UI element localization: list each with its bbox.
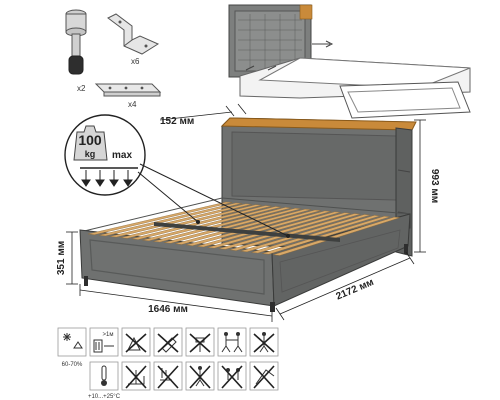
no-wet-cleaning-icon <box>153 327 183 357</box>
no-chemicals-icon <box>121 327 151 357</box>
no-sitting-on-edge-icon <box>121 361 151 391</box>
slat <box>153 207 292 243</box>
slat <box>196 210 331 248</box>
humidity-icon: 60-70% <box>57 327 87 368</box>
slat <box>240 214 371 253</box>
humidity-caption: 60-70% <box>62 362 83 368</box>
center-support-beam <box>154 222 340 242</box>
temperature-icon: +10...+25°C <box>88 361 121 400</box>
no-children-play-icon <box>217 361 247 391</box>
length-label: 2172 мм <box>335 277 376 303</box>
width-label: 1646 мм <box>148 304 188 315</box>
height-dimension <box>414 119 426 253</box>
no-standing-icon <box>185 361 215 391</box>
slat <box>175 208 312 245</box>
length-dimension <box>275 251 415 321</box>
slat <box>131 205 272 240</box>
width-dimension <box>79 284 273 322</box>
distance-from-heater-icon: >1м <box>89 327 119 357</box>
slat <box>98 202 242 237</box>
slat <box>87 201 232 235</box>
slat <box>142 206 282 242</box>
plate-quantity: x4 <box>128 100 137 109</box>
no-hammering-icon <box>185 327 215 357</box>
bed-leg-part <box>65 9 87 75</box>
no-jumping-icon <box>153 361 183 391</box>
side-height-dimension <box>66 231 78 285</box>
slat <box>229 213 361 251</box>
mounting-plate-part <box>94 83 162 97</box>
two-person-lift-icon <box>217 327 247 357</box>
corner-bracket-part <box>107 13 160 55</box>
load-unit: kg <box>85 149 96 159</box>
slat <box>164 208 302 244</box>
slat <box>218 212 351 250</box>
load-value: 100 <box>78 132 102 148</box>
side-height-label: 351 мм <box>56 241 67 275</box>
slat <box>251 215 381 254</box>
bed-illustration <box>79 117 417 312</box>
headboard-depth-label: 152 мм <box>160 116 194 127</box>
leg-quantity: x2 <box>77 84 86 93</box>
bracket-quantity: x6 <box>131 57 140 66</box>
slat <box>120 204 262 239</box>
slat <box>207 211 341 249</box>
care-icons-grid: 60-70% >1м <box>57 327 279 400</box>
slat <box>109 203 252 238</box>
no-tipping-icon <box>249 361 279 391</box>
load-callout: 100 kg max <box>64 114 290 238</box>
headboard-depth-dimension <box>159 103 247 121</box>
no-single-lift-icon <box>249 327 279 357</box>
load-max-label: max <box>112 150 132 161</box>
height-label: 993 мм <box>429 169 440 203</box>
bed-slats <box>87 201 401 256</box>
temperature-caption: +10...+25°C <box>88 394 121 400</box>
storage-inset-illustration <box>228 4 471 119</box>
distance-caption: >1м <box>103 332 114 338</box>
slat <box>185 209 321 246</box>
slat <box>262 216 391 255</box>
down-arrows-icon <box>81 170 133 187</box>
slat <box>273 216 401 256</box>
